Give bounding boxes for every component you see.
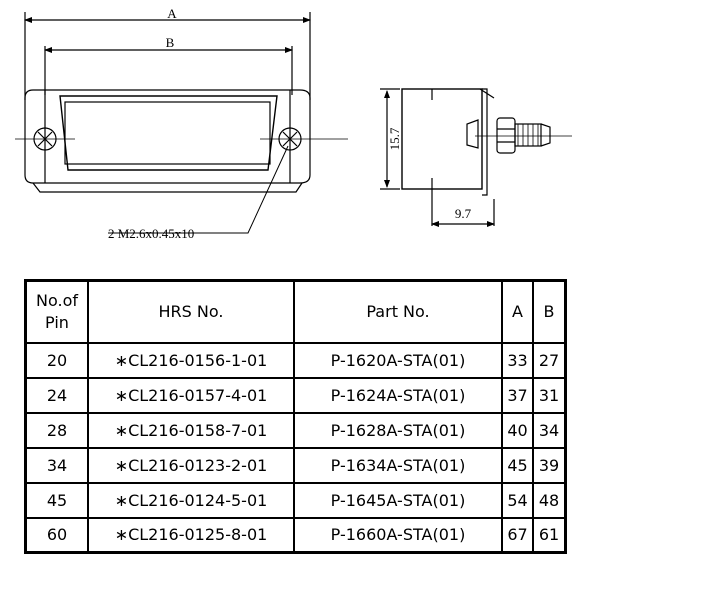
cell-a: 37	[501, 376, 534, 414]
nut	[496, 117, 516, 154]
cell-a: 33	[501, 341, 534, 379]
cell-hrs: ∗CL216-0158-7-01	[87, 411, 295, 449]
height-label: 15.7	[387, 127, 402, 150]
spec-table: No.of Pin HRS No. Part No. A B 20 ∗CL216…	[24, 279, 567, 554]
cell-part: P-1624A-STA(01)	[293, 376, 503, 414]
header-pin-line1: No.of	[36, 290, 78, 310]
cell-pin: 45	[24, 481, 89, 519]
cell-a: 45	[501, 446, 534, 484]
header-dim-a: A	[501, 279, 534, 344]
cell-b: 61	[532, 516, 567, 554]
cell-part: P-1660A-STA(01)	[293, 516, 503, 554]
connector-shell	[59, 95, 278, 171]
cell-pin: 60	[24, 516, 89, 554]
side-view	[380, 88, 572, 227]
cell-pin: 24	[24, 376, 89, 414]
table-row: 20 ∗CL216-0156-1-01 P-1620A-STA(01) 33 2…	[24, 341, 567, 379]
table-row: 24 ∗CL216-0157-4-01 P-1624A-STA(01) 37 3…	[24, 376, 567, 414]
cell-pin: 20	[24, 341, 89, 379]
depth-label: 9.7	[455, 206, 472, 221]
table-row: 28 ∗CL216-0158-7-01 P-1628A-STA(01) 40 3…	[24, 411, 567, 449]
technical-drawing: A B 2 M2.6x0.45x10 15.7 9.7	[15, 6, 572, 241]
cell-hrs: ∗CL216-0124-5-01	[87, 481, 295, 519]
cell-part: P-1628A-STA(01)	[293, 411, 503, 449]
side-body	[401, 88, 483, 190]
screw-head	[466, 119, 479, 149]
cell-b: 27	[532, 341, 567, 379]
table-row: 45 ∗CL216-0124-5-01 P-1645A-STA(01) 54 4…	[24, 481, 567, 519]
cell-part: P-1620A-STA(01)	[293, 341, 503, 379]
cell-a: 40	[501, 411, 534, 449]
cell-hrs: ∗CL216-0157-4-01	[87, 376, 295, 414]
flange-outline	[24, 89, 311, 184]
header-hrs-no: HRS No.	[87, 279, 295, 344]
screw-callout: 2 M2.6x0.45x10	[108, 226, 194, 241]
dim-a-label: A	[167, 6, 177, 21]
cell-b: 39	[532, 446, 567, 484]
table-row: 34 ∗CL216-0123-2-01 P-1634A-STA(01) 45 3…	[24, 446, 567, 484]
cell-hrs: ∗CL216-0125-8-01	[87, 516, 295, 554]
cell-b: 31	[532, 376, 567, 414]
cell-pin: 34	[24, 446, 89, 484]
header-pin-line2: Pin	[45, 312, 69, 332]
header-part-no: Part No.	[293, 279, 503, 344]
cell-hrs: ∗CL216-0123-2-01	[87, 446, 295, 484]
cell-a: 54	[501, 481, 534, 519]
table-row: 60 ∗CL216-0125-8-01 P-1660A-STA(01) 67 6…	[24, 516, 567, 554]
header-dim-b: B	[532, 279, 567, 344]
cell-part: P-1634A-STA(01)	[293, 446, 503, 484]
cell-part: P-1645A-STA(01)	[293, 481, 503, 519]
table-header-row: No.of Pin HRS No. Part No. A B	[24, 279, 567, 344]
cell-pin: 28	[24, 411, 89, 449]
header-pin-count: No.of Pin	[24, 279, 89, 344]
dim-b-label: B	[166, 35, 175, 50]
cell-a: 67	[501, 516, 534, 554]
cell-hrs: ∗CL216-0156-1-01	[87, 341, 295, 379]
front-view	[15, 12, 348, 234]
cell-b: 34	[532, 411, 567, 449]
cell-b: 48	[532, 481, 567, 519]
